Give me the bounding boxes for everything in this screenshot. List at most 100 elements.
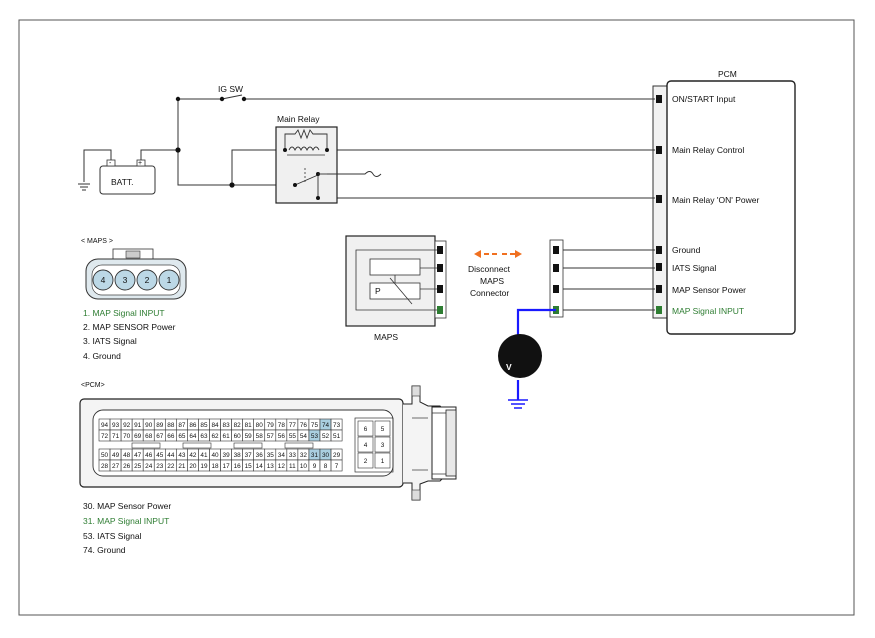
pcm-pin-label: Main Relay Control xyxy=(672,145,744,155)
pcm-pin-number: 4 xyxy=(364,442,368,449)
pcm-pin-number: 58 xyxy=(256,433,264,440)
pcm-pin-number: 52 xyxy=(322,433,330,440)
pcm-pin-number: 12 xyxy=(278,463,286,470)
pcm-pin-number: 76 xyxy=(300,422,308,429)
pcm-pin-cell-3 xyxy=(374,436,391,453)
pcm-pin-number: 20 xyxy=(189,463,197,470)
pcm-pin-number: 81 xyxy=(245,422,253,429)
pcm-pin-number: 44 xyxy=(167,452,175,459)
pcm-pin-label: IATS Signal xyxy=(672,263,716,273)
pcm-pin-number: 41 xyxy=(200,452,208,459)
supply-trunk-wire xyxy=(177,99,295,186)
pcm-pin-number: 78 xyxy=(278,422,286,429)
pcm-pin-label: Ground xyxy=(672,245,701,255)
pcm-pin-cell-4 xyxy=(357,436,374,453)
pcm-pin-cell-1 xyxy=(374,452,391,469)
pcm-pin-number: 43 xyxy=(178,452,186,459)
pcm-pin-label: ON/START Input xyxy=(672,94,736,104)
maps-sensor: P MAPS xyxy=(345,235,447,342)
battery: - + BATT. xyxy=(99,159,156,195)
pcm-legend-item: 74. Ground xyxy=(83,545,126,555)
pcm-pin-2 xyxy=(656,146,662,154)
pcm-pin-number: 45 xyxy=(156,452,164,459)
pcm-pin-number: 11 xyxy=(289,463,296,470)
pcm-pin-number: 18 xyxy=(211,463,219,470)
battery-negative-mark: - xyxy=(109,160,112,167)
pcm-pin-number: 9 xyxy=(313,463,317,470)
pcm-pin-cell-6 xyxy=(357,420,374,437)
main-relay-label: Main Relay xyxy=(277,114,320,124)
pcm-pin-number: 24 xyxy=(145,463,153,470)
maps-sensor-p-label: P xyxy=(375,286,381,296)
pcm-key-slot xyxy=(182,442,212,449)
maps-legend-item: 3. IATS Signal xyxy=(83,336,137,346)
pcm-pin-number: 49 xyxy=(112,452,120,459)
pcm-pin-cell-2 xyxy=(357,452,374,469)
pcm-pin-cell-51 xyxy=(330,429,343,442)
disconnect-label-line2: MAPS xyxy=(480,276,504,286)
pcm-pin-number: 27 xyxy=(112,463,120,470)
pcm-pin-cell-7 xyxy=(330,459,343,472)
maps-pin-2 xyxy=(136,269,158,291)
pcm-key-slot xyxy=(284,442,314,449)
pcm-pin-number: 21 xyxy=(178,463,186,470)
pcm-pin-number: 32 xyxy=(300,452,308,459)
pcm-pin-number: 64 xyxy=(189,433,197,440)
battery-positive-wire xyxy=(140,149,178,160)
pcm-pin-number: 68 xyxy=(145,433,153,440)
pcm-pin-number: 54 xyxy=(300,433,308,440)
pcm-pin-cell-5 xyxy=(374,420,391,437)
pcm-pin-number: 60 xyxy=(234,433,242,440)
pcm-pin-number: 72 xyxy=(101,433,109,440)
pcm-pin-number: 29 xyxy=(333,452,341,459)
pcm-pin-number: 35 xyxy=(267,452,275,459)
pcm-pin-number: 3 xyxy=(381,442,385,449)
pcm-pin-number: 13 xyxy=(267,463,275,470)
pcm-pin-number: 53 xyxy=(311,433,319,440)
pcm-pin-number: 50 xyxy=(101,452,109,459)
maps-pin-3 xyxy=(114,269,136,291)
ig-switch-wire xyxy=(178,94,655,100)
pcm-pin-number: 46 xyxy=(145,452,153,459)
maps-pin-number: 4 xyxy=(101,275,106,285)
pcm-pin-number: 6 xyxy=(364,426,368,433)
pcm-pin-number: 2 xyxy=(364,458,368,465)
pcm-pin-number: 47 xyxy=(134,452,142,459)
pcm-pin-number: 84 xyxy=(211,422,219,429)
pcm-pin-number: 15 xyxy=(245,463,253,470)
pcm-pin-number: 75 xyxy=(311,422,319,429)
pcm-pin-number: 94 xyxy=(101,422,109,429)
pcm-pin-number: 48 xyxy=(123,452,131,459)
pcm-pin-number: 33 xyxy=(289,452,297,459)
sensor-harness-wires xyxy=(563,249,655,311)
pcm-pin-number: 73 xyxy=(333,422,341,429)
maps-legend-item: 4. Ground xyxy=(83,351,121,361)
pcm-pin-number: 28 xyxy=(101,463,109,470)
maps-connector-title: < MAPS > xyxy=(81,238,113,245)
ground-symbol xyxy=(78,183,90,191)
pcm-pin-number: 10 xyxy=(300,463,308,470)
pcm-pin-number: 91 xyxy=(134,422,142,429)
pcm-pin-number: 92 xyxy=(123,422,131,429)
disconnect-indicator: Disconnect MAPS Connector xyxy=(468,250,522,298)
maps-pin-number: 1 xyxy=(167,275,172,285)
maps-legend-item: 1. MAP Signal INPUT xyxy=(83,308,165,318)
pcm-pin-number: 79 xyxy=(267,422,275,429)
maps-caption: MAPS xyxy=(374,332,398,342)
pcm-pin-number: 34 xyxy=(278,452,286,459)
pcm-pin-number: 93 xyxy=(112,422,120,429)
pcm-pin-number: 37 xyxy=(245,452,253,459)
pcm-pin-number: 39 xyxy=(223,452,231,459)
maps-pin-1 xyxy=(158,269,180,291)
battery-ground-wire xyxy=(83,149,112,182)
pcm-pin-number: 63 xyxy=(200,433,208,440)
pcm-pin-number: 70 xyxy=(123,433,131,440)
pcm-pin-number: 51 xyxy=(333,433,341,440)
pcm-pin-label: MAP Sensor Power xyxy=(672,285,746,295)
pcm-pin-7 xyxy=(656,306,662,314)
